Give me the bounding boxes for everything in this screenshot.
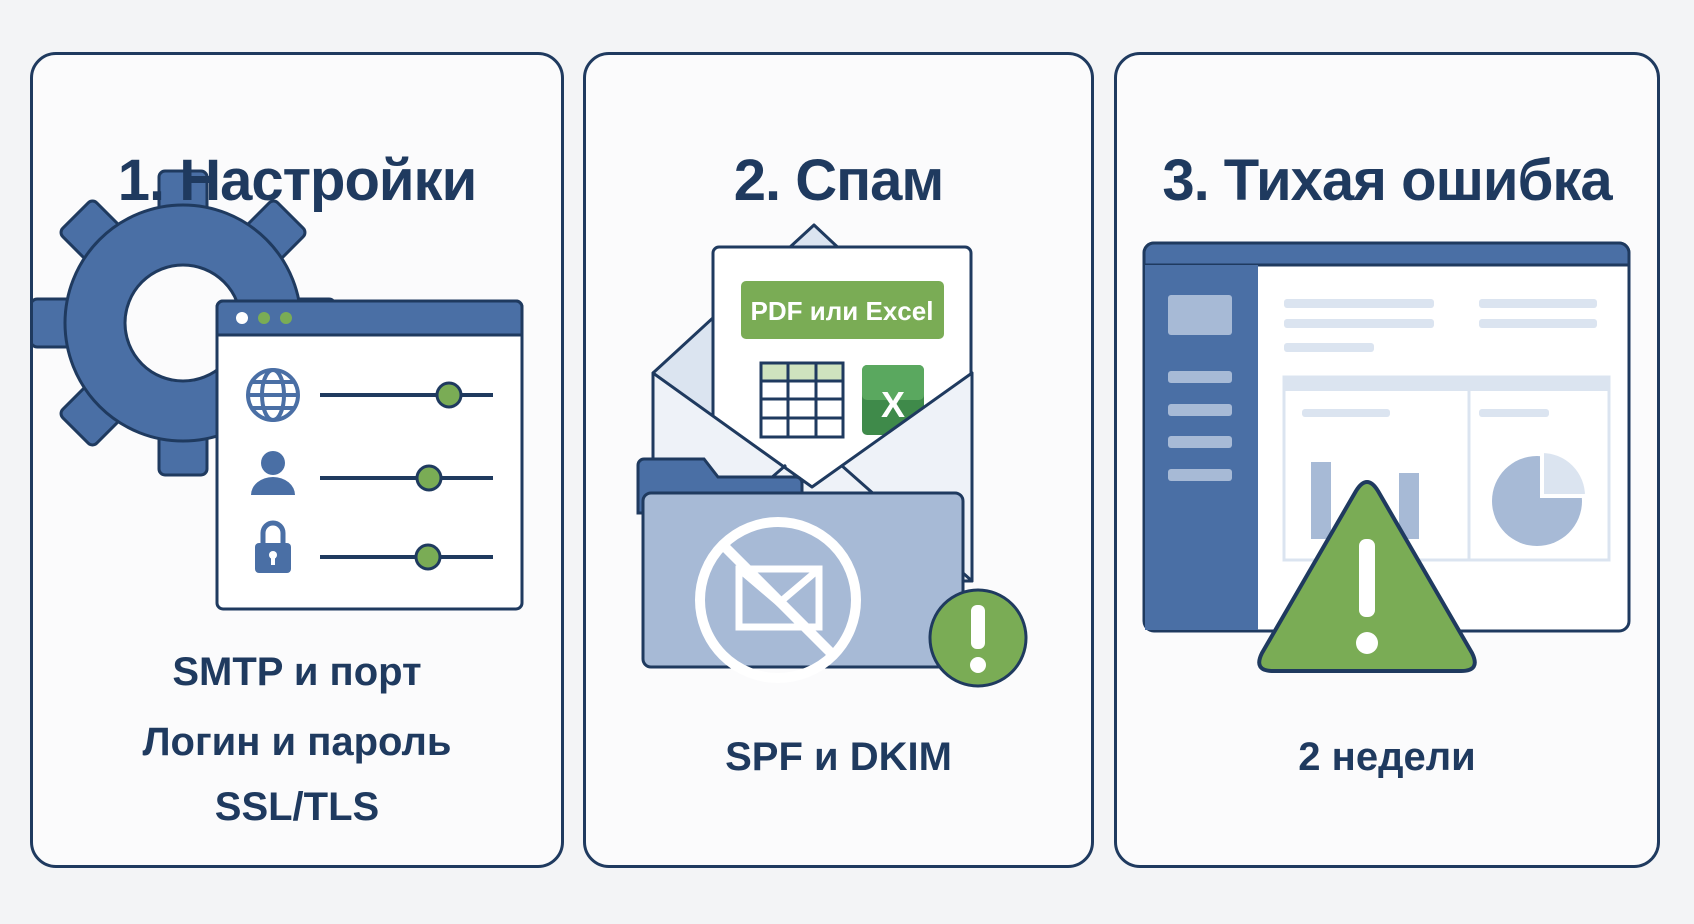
silent-error-illustration	[1142, 241, 1631, 673]
panel-spam: PDF или Excel X	[583, 52, 1094, 868]
panel-title: 3. Тихая ошибка	[1162, 148, 1612, 213]
blocked-mail-icon	[695, 517, 861, 683]
caption-line: 2 недели	[1298, 735, 1476, 779]
window-dot-icon	[258, 312, 270, 324]
caption-line: SMTP и порт	[172, 650, 422, 694]
excel-letter: X	[881, 384, 905, 425]
attachment-label: PDF или Excel	[751, 296, 934, 326]
user-icon	[251, 451, 295, 495]
spreadsheet-icon	[759, 361, 845, 439]
globe-icon	[246, 368, 300, 422]
window-dot-icon	[280, 312, 292, 324]
settings-window	[215, 299, 524, 611]
panel-title: 2. Спам	[733, 148, 945, 213]
warning-triangle-icon	[1257, 480, 1477, 673]
window-dot-icon	[236, 312, 248, 324]
settings-illustration	[33, 169, 524, 611]
slider-network[interactable]	[320, 381, 493, 409]
caption-line: Логин и пароль	[142, 720, 452, 764]
dashboard-window	[1142, 241, 1631, 633]
warning-badge-icon	[928, 588, 1028, 688]
caption-line: SPF и DKIM	[725, 735, 952, 779]
slider-account[interactable]	[320, 464, 493, 492]
caption-line: SSL/TLS	[214, 785, 380, 829]
lock-icon	[255, 520, 291, 573]
slider-security[interactable]	[320, 543, 493, 571]
panel-settings: 1. Настройки SMTP и порт Логин и пароль …	[30, 52, 564, 868]
panel-title: 1. Настройки	[117, 148, 478, 213]
panel-silent-error: 3. Тихая ошибка 2 недели	[1114, 52, 1660, 868]
spam-illustration: PDF или Excel X	[636, 223, 1028, 688]
pie-chart-icon	[1492, 448, 1590, 546]
